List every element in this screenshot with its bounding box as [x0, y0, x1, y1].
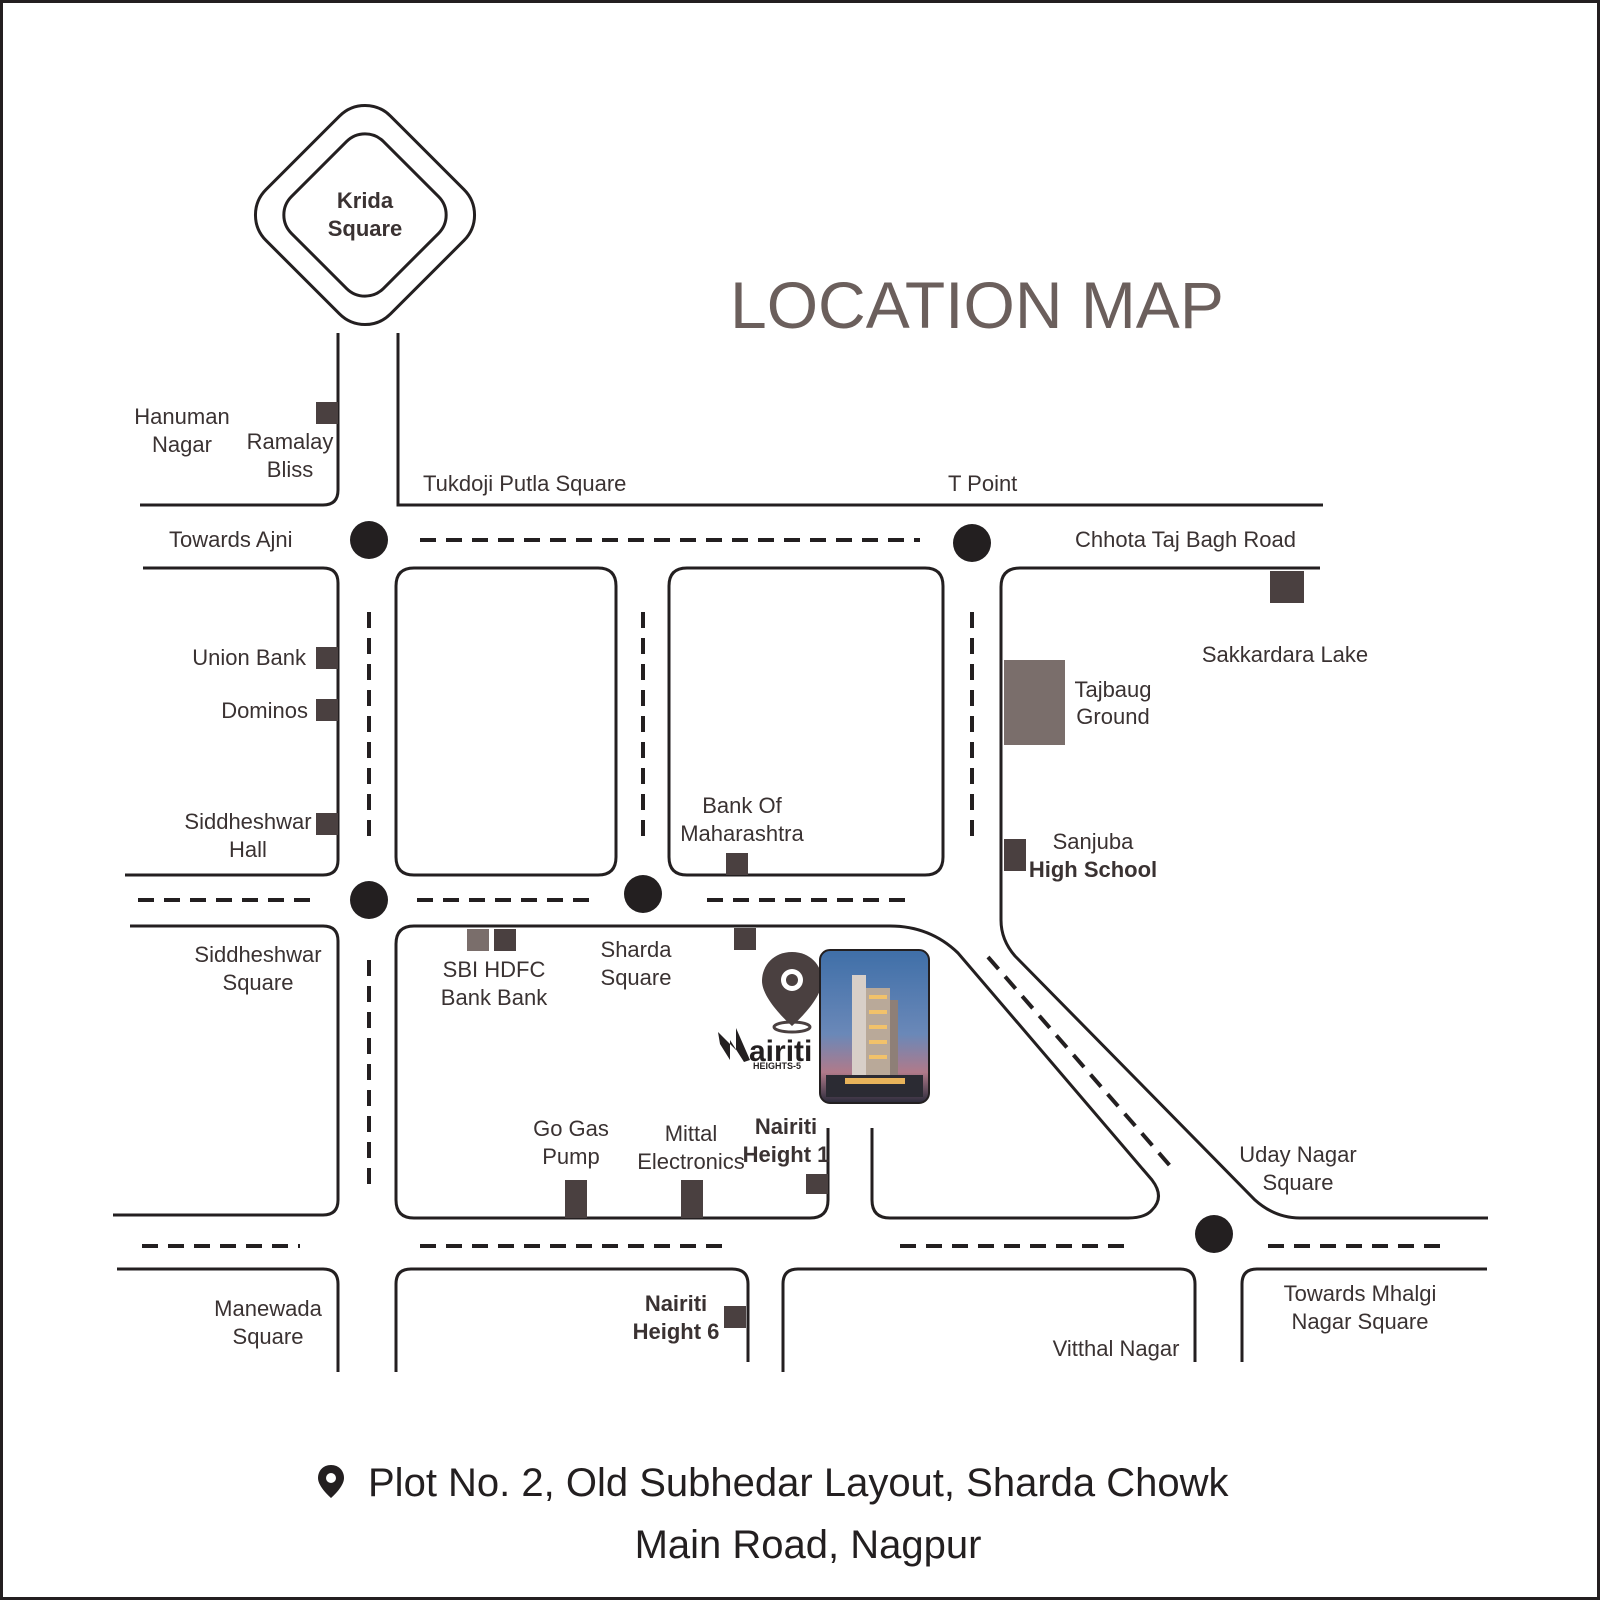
marker-sakkardara-lake [1270, 571, 1304, 603]
label-nairiti-height-6-1: Nairiti [645, 1291, 707, 1316]
label-chhota-taj-bagh-road: Chhota Taj Bagh Road [1075, 527, 1296, 552]
label-towards-mhalgi-2: Nagar Square [1292, 1309, 1429, 1334]
landmark-markers [316, 402, 1304, 1328]
label-sanjuba-high-school-2: High School [1029, 857, 1157, 882]
label-towards-mhalgi-1: Towards Mhalgi [1284, 1281, 1437, 1306]
logo-name: airiti [749, 1035, 812, 1068]
junction-uday-nagar [1195, 1215, 1233, 1253]
address-line-2: Main Road, Nagpur [635, 1523, 982, 1567]
marker-mittal-electronics [681, 1180, 703, 1218]
label-go-gas-pump-1: Go Gas [533, 1116, 609, 1141]
label-siddheshwar-square-2: Square [223, 970, 294, 995]
label-siddheshwar-hall-2: Hall [229, 837, 267, 862]
label-manewada-square-1: Manewada [214, 1296, 322, 1321]
roads [113, 333, 1488, 1372]
label-sbi-hdfc-bank-2: Bank Bank [441, 985, 548, 1010]
label-union-bank: Union Bank [192, 645, 307, 670]
label-mittal-electronics-1: Mittal [665, 1121, 718, 1146]
label-tukdoji-putla-square: Tukdoji Putla Square [423, 471, 626, 496]
junction-siddheshwar [350, 881, 388, 919]
label-krida-square-1: Krida [337, 188, 394, 213]
label-ramalay-bliss-2: Bliss [267, 457, 313, 482]
label-sanjuba-high-school-1: Sanjuba [1053, 829, 1135, 854]
junction-tukdoji-putla [350, 521, 388, 559]
label-tajbaug-ground-1: Tajbaug [1074, 677, 1151, 702]
road-centerlines [138, 538, 1445, 1248]
label-siddheshwar-square-1: Siddheshwar [194, 942, 321, 967]
marker-bank-of-maharashtra [726, 853, 748, 875]
logo-subtitle: HEIGHTS-5 [753, 1061, 801, 1071]
marker-hdfc-bank [494, 929, 516, 951]
label-sbi-hdfc-bank-1: SBI HDFC [443, 957, 546, 982]
label-sharda-square-1: Sharda [601, 937, 673, 962]
label-t-point: T Point [948, 471, 1017, 496]
label-towards-ajni: Towards Ajni [169, 527, 293, 552]
location-pin-icon [318, 1465, 344, 1498]
label-ramalay-bliss-1: Ramalay [247, 429, 334, 454]
marker-go-gas-pump [565, 1180, 587, 1218]
project-building-image [819, 949, 930, 1104]
label-manewada-square-2: Square [233, 1324, 304, 1349]
label-uday-nagar-square-2: Square [1263, 1170, 1334, 1195]
label-nairiti-height-6-2: Height 6 [633, 1319, 720, 1344]
project-logo: airiti HEIGHTS-5 [718, 1028, 812, 1071]
label-sakkardara-lake: Sakkardara Lake [1202, 642, 1368, 667]
address-line-1: Plot No. 2, Old Subhedar Layout, Sharda … [368, 1461, 1230, 1505]
junction-dots [350, 521, 1233, 1253]
junction-sharda [624, 875, 662, 913]
label-siddheshwar-hall-1: Siddheshwar [184, 809, 311, 834]
marker-nairiti-height-1 [806, 1174, 828, 1194]
label-nairiti-height-1-1: Nairiti [755, 1114, 817, 1139]
marker-union-bank [316, 647, 338, 669]
label-bank-of-maharashtra-2: Maharashtra [680, 821, 804, 846]
label-hanuman-nagar-1: Hanuman [134, 404, 229, 429]
map-pin-icon [762, 952, 822, 1034]
label-tajbaug-ground-2: Ground [1076, 704, 1149, 729]
label-hanuman-nagar-2: Nagar [152, 432, 212, 457]
label-bank-of-maharashtra-1: Bank Of [702, 793, 782, 818]
marker-sbi-bank [467, 929, 489, 951]
marker-sanjuba-high-school [1004, 839, 1026, 871]
marker-ramalay-bliss [316, 402, 338, 424]
label-go-gas-pump-2: Pump [542, 1144, 599, 1169]
label-krida-square-2: Square [328, 216, 403, 241]
krida-square-roundabout [253, 103, 477, 327]
label-nairiti-height-1-2: Height 1 [743, 1142, 830, 1167]
label-dominos: Dominos [221, 698, 308, 723]
junction-t-point [953, 524, 991, 562]
logo-wing-icon [718, 1028, 750, 1062]
label-sharda-square-2: Square [601, 965, 672, 990]
label-mittal-electronics-2: Electronics [637, 1149, 745, 1174]
marker-siddheshwar-hall [316, 813, 338, 835]
marker-tajbaug-ground [1004, 660, 1065, 745]
label-vitthal-nagar: Vitthal Nagar [1053, 1336, 1180, 1361]
label-uday-nagar-square-1: Uday Nagar [1239, 1142, 1356, 1167]
map-title: LOCATION MAP [730, 268, 1224, 342]
marker-dominos [316, 699, 338, 721]
marker-nairiti-height-6 [724, 1306, 746, 1328]
marker-sharda-square [734, 928, 756, 950]
